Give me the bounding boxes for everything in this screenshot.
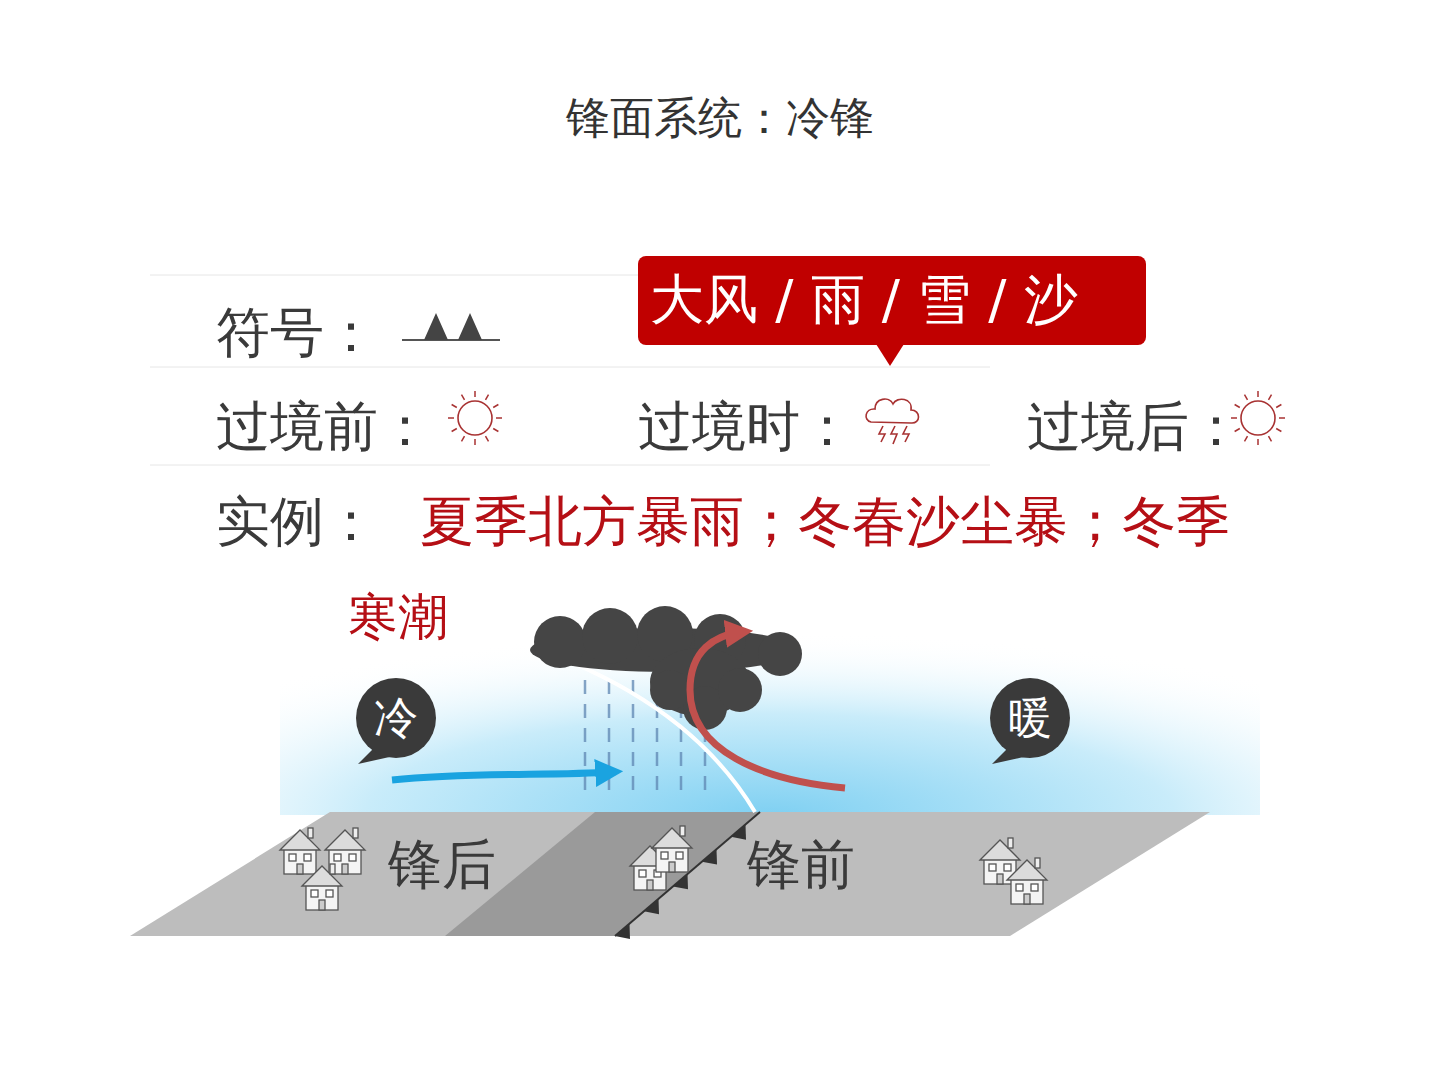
air-mass-fade	[280, 570, 1260, 815]
zone-label: 锋前	[747, 833, 855, 898]
storm-icon	[866, 399, 918, 444]
cold-air-arrow	[392, 772, 612, 780]
diagram-title: 锋面系统：冷锋	[0, 92, 1440, 145]
row-label: 符号：	[216, 301, 378, 366]
storm-cloud	[530, 606, 802, 730]
row-label: 实例：	[216, 490, 378, 555]
air-mass-bubble: 暖	[990, 678, 1070, 758]
row-label: 过境后：	[1027, 395, 1243, 460]
front-line	[615, 812, 760, 936]
example-text: 夏季北方暴雨；冬春沙尘暴；冬季	[420, 490, 1230, 555]
sun-icon	[1241, 401, 1275, 435]
node-text: 大风 / 雨 / 雪 / 沙	[650, 268, 1134, 333]
air-mass	[280, 570, 1260, 815]
node-text: 冷	[374, 692, 418, 745]
row-label: 过境前：	[216, 395, 432, 460]
weather-callout: 大风 / 雨 / 雪 / 沙	[638, 256, 1146, 345]
warm-air-arrow	[690, 632, 845, 788]
ground	[130, 812, 1210, 936]
callout-pointer	[876, 344, 904, 366]
houses	[280, 826, 1047, 910]
node-text: 暖	[1008, 692, 1052, 745]
zone-label: 锋后	[388, 833, 496, 898]
sun-rays	[448, 391, 502, 445]
sun-icon	[458, 401, 492, 435]
cold-wave-label: 寒潮	[348, 587, 448, 647]
air-mass-bubble: 冷	[356, 678, 436, 758]
cold-front-symbol	[402, 313, 500, 340]
row-label: 过境时：	[638, 395, 854, 460]
front-triangles	[615, 824, 746, 939]
